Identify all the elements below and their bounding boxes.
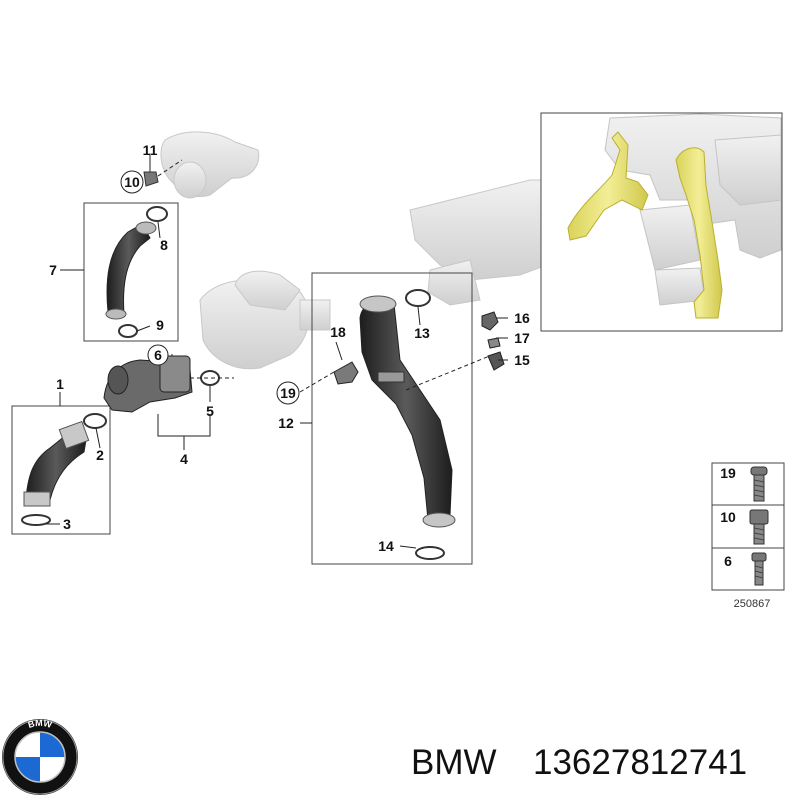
ghost-engine-background bbox=[160, 131, 561, 370]
box-part-1 bbox=[11, 405, 111, 535]
box-part-12 bbox=[299, 272, 493, 565]
callout-4: 4 bbox=[180, 451, 188, 467]
callout-16: 16 bbox=[514, 310, 530, 326]
callout-17: 17 bbox=[514, 330, 530, 346]
callout-1: 1 bbox=[56, 376, 64, 392]
callout-3: 3 bbox=[63, 516, 71, 532]
callout-13: 13 bbox=[414, 325, 430, 341]
location-inset bbox=[540, 112, 783, 332]
parts-15-17 bbox=[481, 311, 505, 371]
callout-5: 5 bbox=[206, 403, 214, 419]
diagram-code: 250867 bbox=[734, 598, 771, 610]
callouts: 1 2 3 4 5 6 7 8 9 10 11 12 13 14 15 16 1… bbox=[49, 142, 530, 554]
bmw-logo: BMW bbox=[2, 718, 78, 795]
callout-18: 18 bbox=[330, 324, 346, 340]
footer-brand: BMW bbox=[411, 743, 497, 782]
footer-part-number: 13627812741 bbox=[533, 743, 747, 782]
screw-10-icon bbox=[749, 509, 769, 545]
callout-14: 14 bbox=[378, 538, 394, 554]
callout-6-circle bbox=[147, 344, 169, 366]
part-4-housing bbox=[103, 355, 234, 413]
highlighted-charge-hose-left bbox=[567, 131, 649, 241]
leader-lines bbox=[46, 155, 508, 549]
screw-19-icon bbox=[750, 466, 768, 502]
callout-10: 10 bbox=[124, 174, 140, 190]
callout-9: 9 bbox=[156, 317, 164, 333]
callout-8: 8 bbox=[160, 237, 168, 253]
legend-item-6: 6 bbox=[724, 553, 732, 569]
fastener-legend: 19 10 6 250867 bbox=[711, 462, 785, 610]
callout-10-circle bbox=[120, 170, 144, 194]
bmw-logo-letters: BMW bbox=[27, 718, 54, 730]
callout-6: 6 bbox=[154, 347, 162, 363]
legend-item-19: 19 bbox=[720, 465, 736, 481]
highlighted-charge-hose-right bbox=[675, 147, 723, 319]
screw-6-icon bbox=[751, 552, 767, 586]
part-11-group bbox=[143, 158, 183, 187]
callout-2: 2 bbox=[96, 447, 104, 463]
callout-12: 12 bbox=[278, 415, 294, 431]
callout-11: 11 bbox=[143, 142, 158, 158]
legend-item-10: 10 bbox=[720, 509, 736, 525]
callout-19-circle bbox=[276, 381, 300, 405]
callout-19: 19 bbox=[280, 385, 296, 401]
callout-7: 7 bbox=[49, 262, 57, 278]
callout-15: 15 bbox=[514, 352, 530, 368]
box-part-7 bbox=[83, 202, 179, 342]
